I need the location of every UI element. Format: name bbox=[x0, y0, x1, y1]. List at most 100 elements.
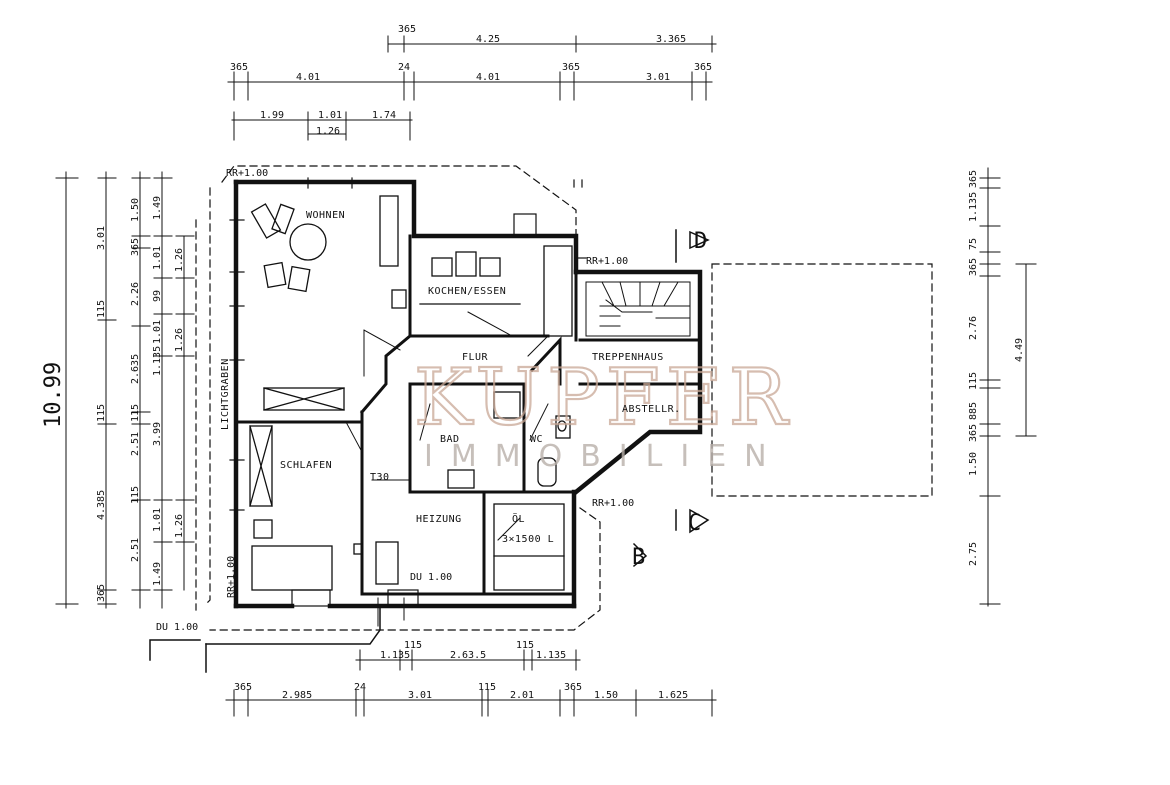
dim-bottom-2-0: 365 bbox=[234, 682, 252, 693]
dim-right-1-4: 2.76 bbox=[968, 316, 979, 340]
top-dimension-texts: 365 4.25 3.365 365 4.01 24 4.01 365 3.01… bbox=[230, 24, 712, 137]
dim-left-3-3: 1.01 bbox=[152, 320, 163, 344]
living-furniture bbox=[250, 195, 407, 411]
room-label-bad: BAD bbox=[440, 434, 460, 445]
dim-right-2-0: 4.49 bbox=[1014, 338, 1025, 362]
right-dimension-texts: 365 1.135 75 365 2.76 115 885 365 1.50 2… bbox=[968, 170, 1025, 566]
dim-top-3-1: 1.01 bbox=[318, 110, 342, 121]
room-label-t30: T30 bbox=[370, 472, 390, 483]
dim-bottom-1-3: 115 bbox=[516, 640, 534, 651]
dim-right-1-6: 885 bbox=[968, 402, 979, 420]
dim-top-2-2: 24 bbox=[398, 62, 410, 73]
dim-left-3-7: 1.49 bbox=[152, 562, 163, 586]
dim-right-1-0: 365 bbox=[968, 170, 979, 188]
annotation-rr-top-left: RR+1.00 bbox=[226, 168, 268, 179]
section-label-c: C bbox=[688, 511, 701, 536]
annotation-rr-bottom-left: RR+1.00 bbox=[226, 556, 237, 598]
staircase bbox=[585, 281, 691, 337]
left-dimension-lines bbox=[55, 171, 195, 609]
dim-top-2-0: 365 bbox=[230, 62, 248, 73]
overall-height-label: 10.99 bbox=[41, 362, 66, 428]
utility-fixtures bbox=[375, 503, 565, 591]
room-label-treppenhaus: TREPPENHAUS bbox=[592, 352, 664, 363]
dim-left-1-3: 4.385 bbox=[96, 490, 107, 520]
dim-bottom-2-7: 1.50 bbox=[594, 690, 618, 701]
room-label-wohnen: WOHNEN bbox=[306, 210, 345, 221]
dim-bottom-2-6: 365 bbox=[564, 682, 582, 693]
door-swings bbox=[345, 311, 549, 627]
dim-top-2-3: 4.01 bbox=[476, 72, 500, 83]
dim-left-2-2: 2.26 bbox=[130, 282, 141, 306]
dim-left-4-1: 1.26 bbox=[174, 328, 185, 352]
dim-left-2-5: 2.51 bbox=[130, 432, 141, 456]
room-label-wc: WC bbox=[530, 434, 543, 445]
section-label-d: D bbox=[694, 229, 707, 254]
dim-left-3-4: 1.135 bbox=[152, 346, 163, 376]
room-label-flur: FLUR bbox=[462, 352, 489, 363]
dim-right-1-9: 2.75 bbox=[968, 542, 979, 566]
dim-left-2-6: 115 bbox=[130, 486, 141, 504]
room-label-oel: ÖL bbox=[512, 512, 525, 525]
dim-left-4-2: 1.26 bbox=[174, 514, 185, 538]
kitchen-furniture bbox=[419, 245, 573, 337]
dim-top-3-2: 1.26 bbox=[316, 126, 340, 137]
dim-bottom-2-2: 24 bbox=[354, 682, 366, 693]
interior-walls bbox=[234, 234, 702, 596]
dim-bottom-1-0: 1.135 bbox=[380, 650, 410, 661]
dim-right-1-3: 365 bbox=[968, 258, 979, 276]
dim-left-3-2: 99 bbox=[152, 290, 163, 302]
dim-left-2-7: 2.51 bbox=[130, 538, 141, 562]
dim-top-3-0: 1.99 bbox=[260, 110, 284, 121]
dim-top-1-0: 365 bbox=[398, 24, 416, 35]
dim-right-1-7: 365 bbox=[968, 424, 979, 442]
dim-left-3-6: 1.01 bbox=[152, 508, 163, 532]
bottom-dimension-texts: 1.135 115 2.63.5 115 1.135 365 2.985 24 … bbox=[234, 640, 688, 701]
dim-top-2-5: 3.01 bbox=[646, 72, 670, 83]
room-label-abstellr: ABSTELLR. bbox=[622, 404, 681, 415]
dim-left-2-1: 365 bbox=[130, 238, 141, 256]
dim-top-2-6: 365 bbox=[694, 62, 712, 73]
dim-bottom-2-5: 2.01 bbox=[510, 690, 534, 701]
dim-right-1-2: 75 bbox=[968, 238, 979, 250]
annotation-du-heating: DU 1.00 bbox=[410, 572, 452, 583]
dim-left-4-0: 1.26 bbox=[174, 248, 185, 272]
dim-left-2-3: 2.635 bbox=[130, 354, 141, 384]
room-label-heizung: HEIZUNG bbox=[416, 514, 462, 525]
room-label-kochen: KOCHEN/ESSEN bbox=[428, 286, 506, 297]
right-dimension-lines bbox=[979, 167, 1037, 607]
dim-bottom-2-8: 1.625 bbox=[658, 690, 688, 701]
section-markers bbox=[632, 230, 710, 568]
dim-bottom-2-4: 115 bbox=[478, 682, 496, 693]
left-dimension-texts: 3.01 115 115 4.385 365 1.50 365 2.26 2.6… bbox=[96, 196, 185, 602]
annotation-rr-oel: RR+1.00 bbox=[592, 498, 634, 509]
dim-left-2-0: 1.50 bbox=[130, 198, 141, 222]
dim-top-3-3: 1.74 bbox=[372, 110, 396, 121]
dim-bottom-1-4: 1.135 bbox=[536, 650, 566, 661]
top-dimension-lines bbox=[227, 35, 717, 141]
dim-bottom-1-2: 2.63.5 bbox=[450, 650, 486, 661]
watermark-brand: KUPFER bbox=[414, 353, 794, 443]
dim-left-3-5: 3.99 bbox=[152, 422, 163, 446]
annotation-rr-kitchen: RR+1.00 bbox=[586, 256, 628, 267]
dim-top-2-4: 365 bbox=[562, 62, 580, 73]
dim-bottom-2-1: 2.985 bbox=[282, 690, 312, 701]
dim-top-1-1: 4.25 bbox=[476, 34, 500, 45]
bedroom-furniture bbox=[249, 425, 363, 591]
room-label-schlafen: SCHLAFEN bbox=[280, 460, 332, 471]
dim-bottom-2-3: 3.01 bbox=[408, 690, 432, 701]
room-label-oel-tank: 3×1500 L bbox=[502, 534, 554, 545]
dim-left-3-0: 1.49 bbox=[152, 196, 163, 220]
watermark-sub: IMMOBILIEN bbox=[424, 439, 785, 474]
bath-fixtures bbox=[447, 391, 571, 489]
dim-left-2-4: 115 bbox=[130, 404, 141, 422]
site-lines bbox=[149, 229, 677, 673]
exterior-walls bbox=[233, 179, 703, 609]
dim-bottom-1-1: 115 bbox=[404, 640, 422, 651]
dim-right-1-5: 115 bbox=[968, 372, 979, 390]
dim-left-1-2: 115 bbox=[96, 404, 107, 422]
dim-left-1-0: 3.01 bbox=[96, 226, 107, 250]
dim-left-1-4: 365 bbox=[96, 584, 107, 602]
dim-top-2-1: 4.01 bbox=[296, 72, 320, 83]
dim-top-1-2: 3.365 bbox=[656, 34, 686, 45]
